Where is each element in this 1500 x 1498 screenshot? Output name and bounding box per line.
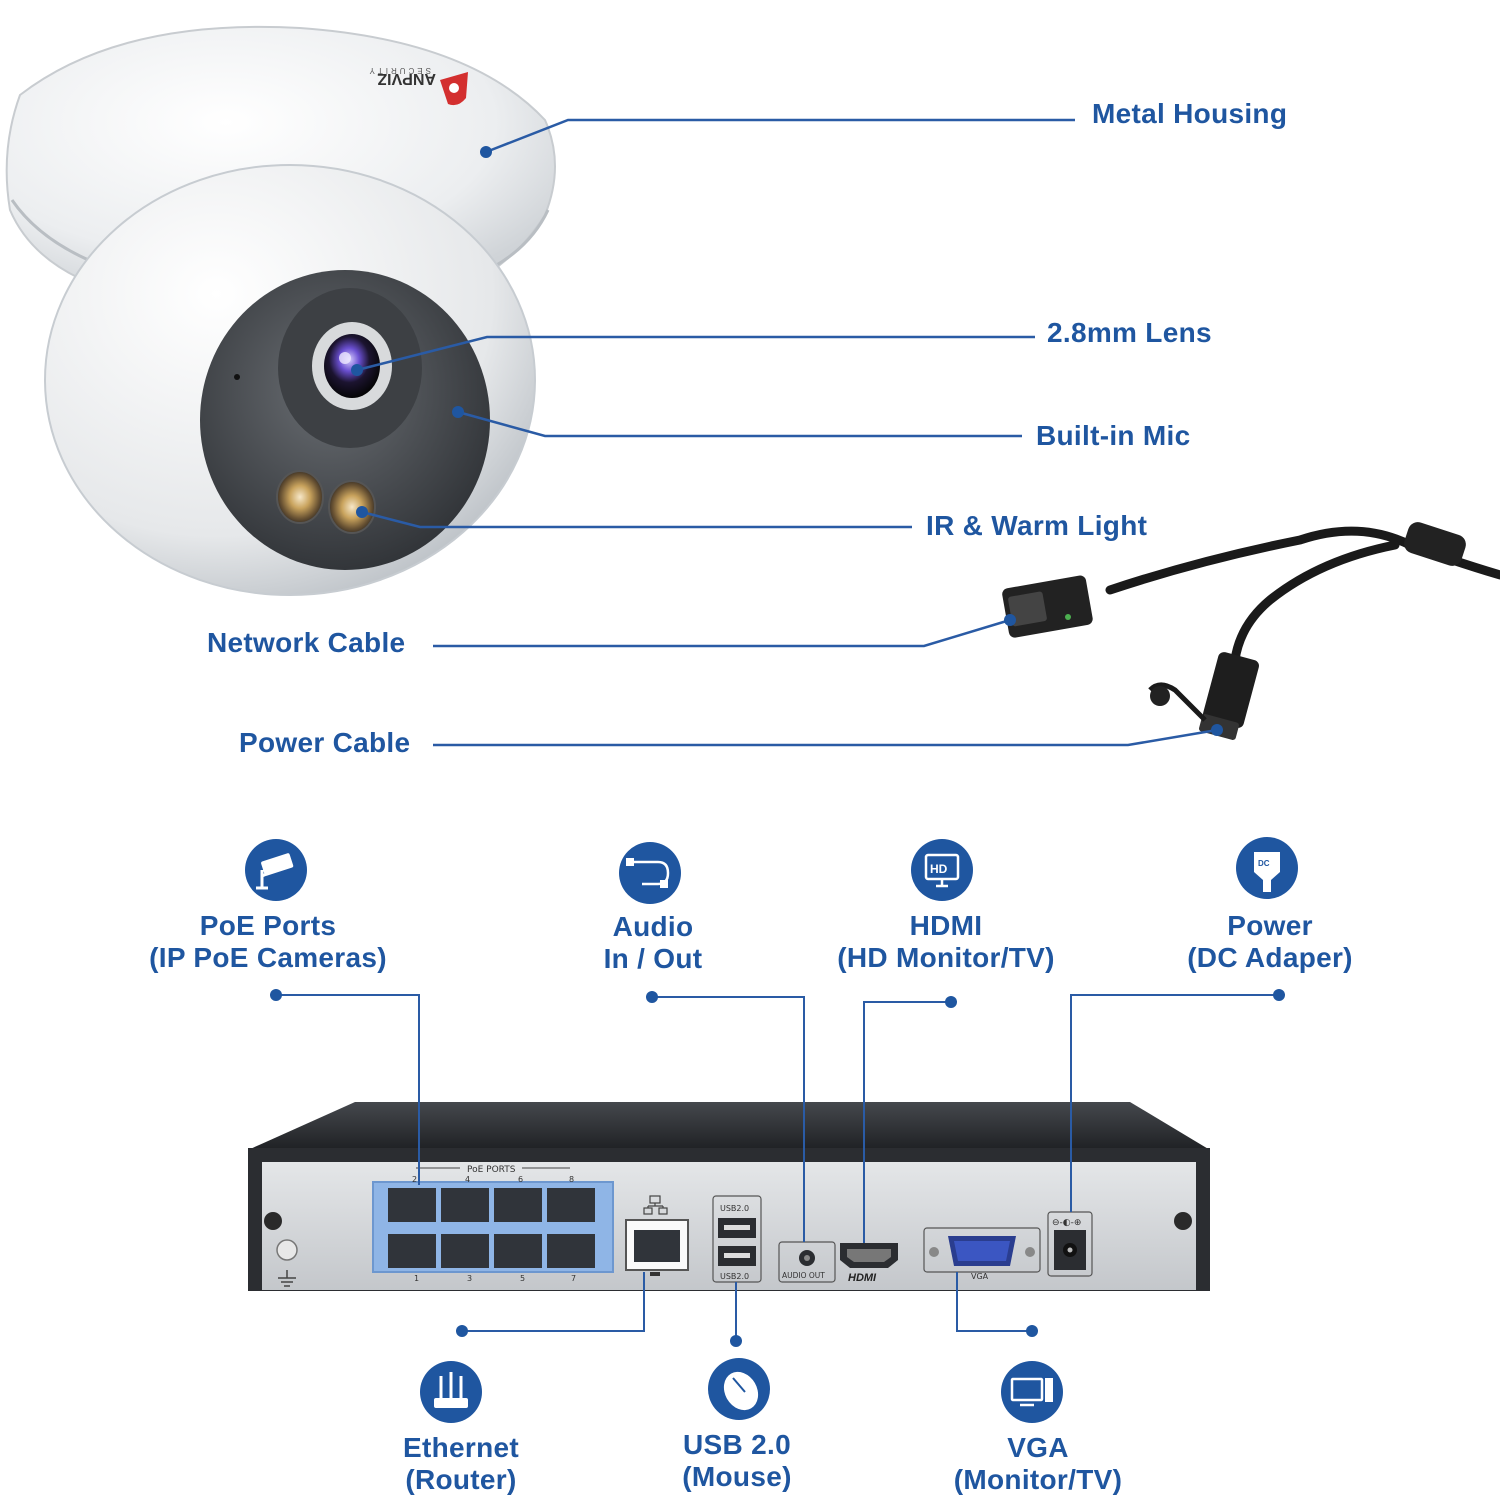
- camera-cable: [1002, 522, 1500, 740]
- mic-hole: [234, 374, 240, 380]
- label-power: Power (DC Adaper): [1187, 910, 1353, 973]
- lens-icon: [324, 334, 380, 398]
- hd-monitor-icon: HD: [911, 839, 973, 901]
- label-usb: USB 2.0 (Mouse): [682, 1429, 792, 1492]
- nvr-callout-dots: [270, 989, 1285, 1347]
- label-vga: VGA (Monitor/TV): [953, 1432, 1123, 1495]
- svg-text:2: 2: [412, 1175, 417, 1184]
- label-ir-warm-light: IR & Warm Light: [926, 510, 1148, 541]
- label-hdmi: HDMI (HD Monitor/TV): [837, 910, 1055, 973]
- svg-text:USB2.0: USB2.0: [720, 1272, 749, 1281]
- label-lens: 2.8mm Lens: [1047, 317, 1212, 348]
- poe-port-grid: [388, 1188, 595, 1268]
- svg-text:4: 4: [465, 1175, 470, 1184]
- nvr-callout-lines: [276, 994, 1279, 1341]
- label-poe-ports: PoE Ports (IP PoE Cameras): [149, 910, 387, 973]
- label-ethernet: Ethernet (Router): [403, 1432, 519, 1495]
- audio-cable-icon: [619, 842, 681, 904]
- led-right: [328, 480, 376, 534]
- svg-text:SECURITY: SECURITY: [367, 66, 431, 75]
- svg-text:1: 1: [414, 1274, 419, 1283]
- svg-text:3: 3: [467, 1274, 472, 1283]
- router-icon: [420, 1361, 482, 1423]
- label-power-cable: Power Cable: [239, 727, 411, 758]
- svg-text:HDMI: HDMI: [848, 1272, 877, 1284]
- mouse-icon: [708, 1358, 770, 1420]
- svg-text:DC: DC: [1258, 859, 1270, 868]
- power-connector: [1148, 652, 1259, 740]
- vga-port: [923, 1227, 1041, 1273]
- audio-out-port: [778, 1241, 836, 1283]
- svg-text:PoE PORTS: PoE PORTS: [467, 1165, 516, 1175]
- svg-text:VGA: VGA: [971, 1272, 989, 1281]
- brand-logo: ANPVIZ SECURITY: [367, 66, 468, 106]
- svg-text:6: 6: [518, 1175, 523, 1184]
- computer-monitor-icon: [1001, 1361, 1063, 1423]
- camera-icon: [245, 839, 307, 901]
- svg-text:8: 8: [569, 1175, 574, 1184]
- svg-text:HD: HD: [930, 862, 948, 876]
- network-connector: [1002, 575, 1093, 638]
- svg-text:USB2.0: USB2.0: [720, 1204, 749, 1213]
- svg-text:5: 5: [520, 1274, 525, 1283]
- nvr-recorder: PoE PORTS 2 4 6 8 1 3 5 7: [248, 1102, 1210, 1291]
- led-left: [276, 470, 324, 524]
- svg-text:7: 7: [571, 1274, 576, 1283]
- label-metal-housing: Metal Housing: [1092, 98, 1288, 129]
- camera-callout-dots: [351, 146, 1223, 736]
- label-audio: Audio In / Out: [603, 911, 703, 974]
- svg-text:⊖-◐-⊕: ⊖-◐-⊕: [1052, 1218, 1081, 1228]
- dc-plug-icon: DC: [1236, 837, 1298, 899]
- label-network-cable: Network Cable: [207, 627, 406, 658]
- svg-text:AUDIO OUT: AUDIO OUT: [782, 1271, 825, 1280]
- svg-text:ANPVIZ: ANPVIZ: [377, 70, 436, 87]
- dome-camera: ANPVIZ SECURITY: [5, 25, 556, 596]
- label-built-in-mic: Built-in Mic: [1036, 420, 1191, 451]
- camera-callout-lines: [356, 118, 1218, 747]
